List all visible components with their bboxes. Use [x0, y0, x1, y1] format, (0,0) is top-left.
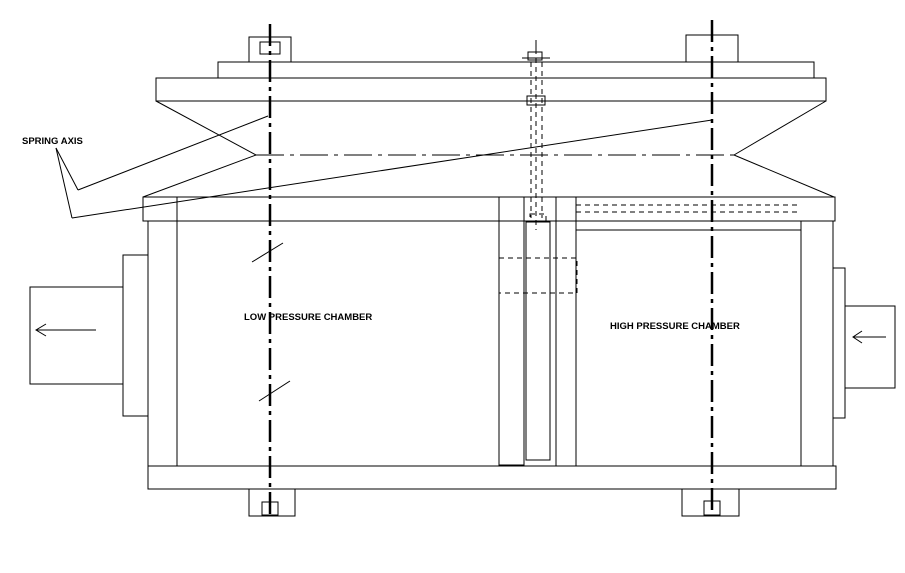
spring-axis-callout: SPRING AXIS	[22, 115, 713, 219]
inlet-port	[832, 267, 896, 419]
high-pressure-chamber-label: HIGH PRESSURE CHAMBER	[610, 321, 740, 332]
body-top-plate	[142, 196, 836, 222]
center-adjusting-bolt	[522, 40, 550, 230]
spring-axis-label: SPRING AXIS	[22, 136, 83, 147]
spring-lines	[142, 100, 835, 198]
left-spring-axis	[251, 24, 291, 516]
body-bottom-plate	[147, 465, 837, 490]
bottom-left-nut	[248, 488, 296, 517]
outlet-port	[29, 254, 149, 417]
top-cover-plate	[155, 61, 827, 102]
piston-guide	[576, 204, 801, 231]
bottom-right-nut	[681, 488, 740, 517]
low-pressure-chamber-label: LOW PRESSURE CHAMBER	[244, 312, 372, 323]
valve-stem-assembly	[498, 196, 578, 466]
